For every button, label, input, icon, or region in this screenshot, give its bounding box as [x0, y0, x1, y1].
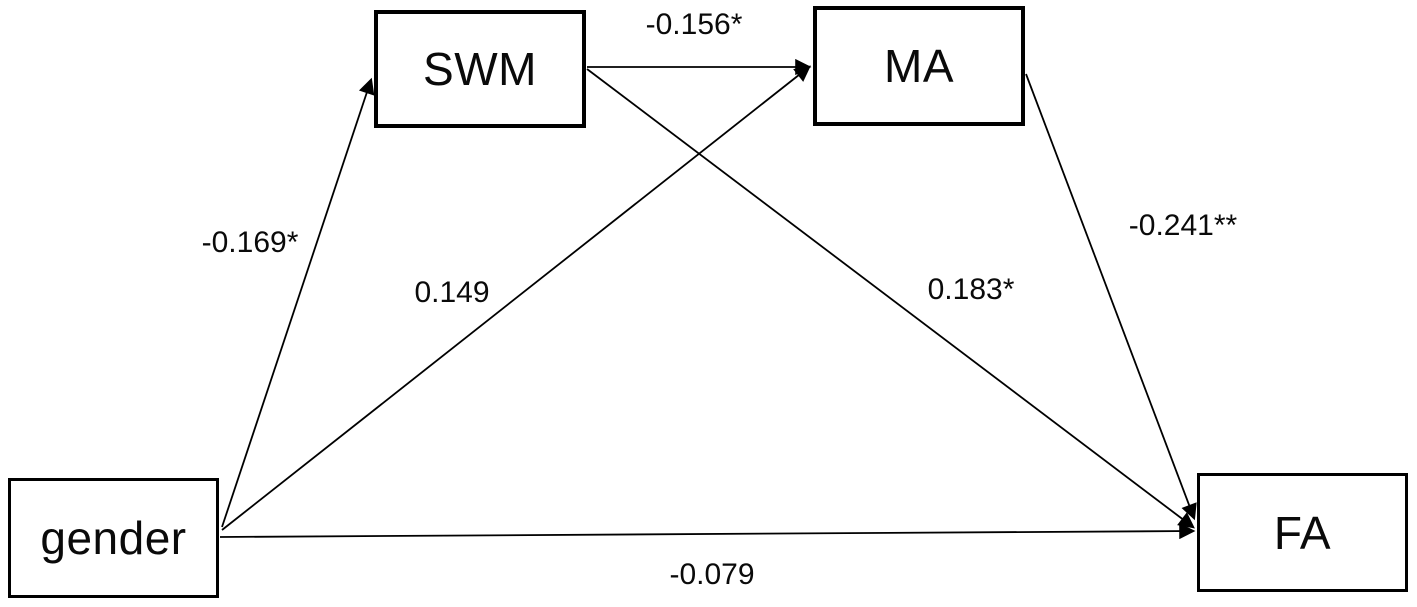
edge-ma-fa-coefficient: -0.241**	[1128, 209, 1238, 242]
node-gender: gender	[8, 478, 219, 598]
edge-gender-ma-coefficient: 0.149	[414, 276, 490, 309]
node-gender-label: gender	[40, 512, 187, 564]
node-swm-label: SWM	[423, 43, 537, 95]
node-swm: SWM	[374, 10, 586, 128]
edge-gender-fa-coefficient: -0.079	[669, 558, 755, 591]
node-ma-label: MA	[884, 40, 954, 92]
edge-gender-swm-coefficient: -0.169*	[201, 226, 299, 259]
edge-swm-ma-coefficient: -0.156*	[645, 8, 743, 41]
edge-ma-fa-line	[1025, 73, 1197, 521]
edge-gender-ma-line	[221, 65, 811, 531]
node-ma: MA	[813, 6, 1025, 126]
node-fa: FA	[1197, 473, 1408, 592]
edge-gender-fa-line	[219, 522, 1196, 540]
node-fa-label: FA	[1273, 506, 1332, 559]
edge-swm-fa-coefficient: 0.183*	[927, 273, 1015, 306]
edge-gender-swm-line	[221, 77, 375, 528]
edge-swm-fa-line	[586, 68, 1195, 529]
